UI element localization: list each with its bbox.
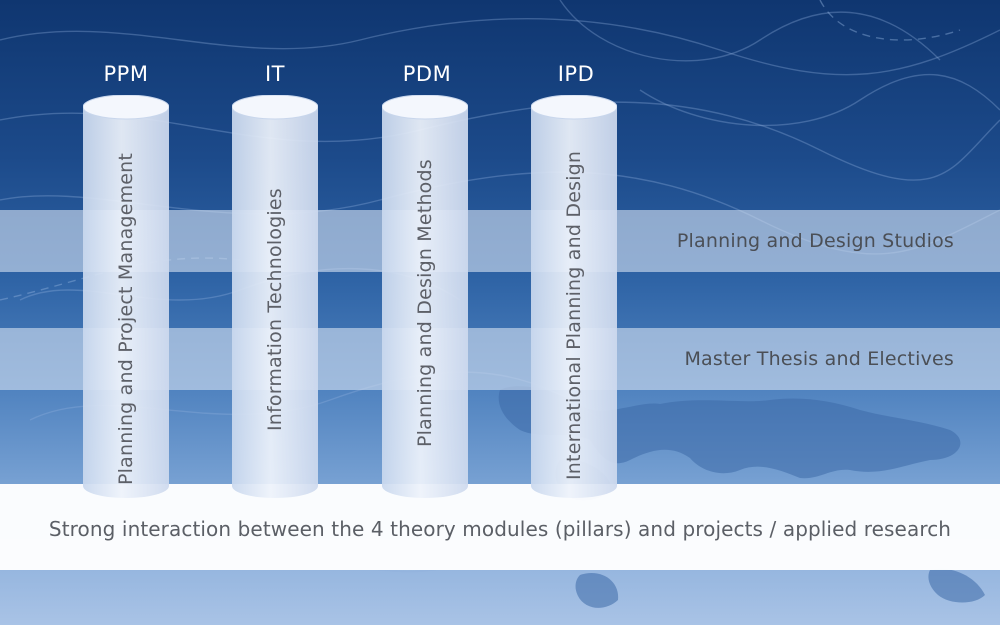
pillar-heading-ppm: PPM	[103, 62, 149, 86]
pillar-label-ipd: International Planning and Design	[563, 150, 585, 480]
cylinder-shape	[531, 95, 617, 498]
pillar-label-ppm: Planning and Project Management	[115, 152, 137, 485]
pillar-heading-ipd: IPD	[557, 62, 595, 86]
footer-text: Strong interaction between the 4 theory …	[48, 517, 952, 541]
pillar-label-pdm: Planning and Design Methods	[414, 159, 436, 447]
cylinder-shape	[232, 95, 318, 498]
pillar-pdm: Planning and Design Methods	[382, 95, 468, 498]
pillar-label-it: Information Technologies	[264, 188, 286, 431]
pillar-heading-it: IT	[264, 62, 286, 86]
cylinder-shape	[382, 95, 468, 498]
studios-band-label: Planning and Design Studios	[676, 230, 954, 252]
cylinder-shape	[83, 95, 169, 498]
pillar-ppm: Planning and Project Management	[83, 95, 169, 498]
pillar-heading-pdm: PDM	[402, 62, 452, 86]
pillar-ipd: International Planning and Design	[531, 95, 617, 498]
footer-strip: Strong interaction between the 4 theory …	[0, 484, 1000, 570]
pillar-it: Information Technologies	[232, 95, 318, 498]
thesis-band-label: Master Thesis and Electives	[684, 348, 954, 370]
